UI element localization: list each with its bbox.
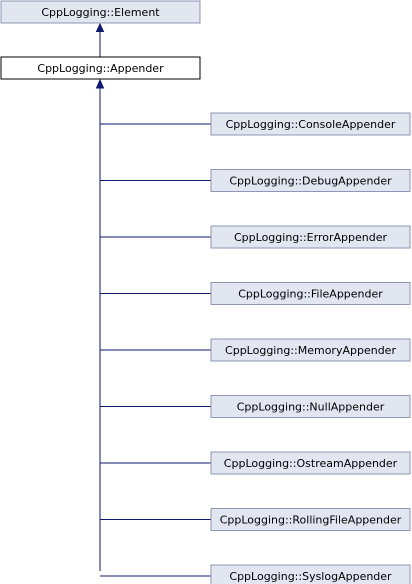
- node-element-label: CppLogging::Element: [41, 6, 160, 19]
- node-child[interactable]: CppLogging::FileAppender: [210, 282, 411, 305]
- node-child-label: CppLogging::NullAppender: [237, 401, 385, 414]
- node-appender-label: CppLogging::Appender: [37, 62, 164, 75]
- edge-arrow-head: [95, 22, 105, 32]
- node-child[interactable]: CppLogging::SyslogAppender: [210, 564, 411, 584]
- child-nodes: CppLogging::ConsoleAppenderCppLogging::D…: [210, 112, 411, 584]
- node-child[interactable]: CppLogging::NullAppender: [210, 395, 411, 418]
- node-child-label: CppLogging::SyslogAppender: [229, 570, 392, 583]
- node-child[interactable]: CppLogging::DebugAppender: [210, 169, 411, 192]
- node-child[interactable]: CppLogging::MemoryAppender: [210, 338, 411, 362]
- node-child-label: CppLogging::DebugAppender: [229, 175, 392, 188]
- node-appender-current: CppLogging::Appender: [0, 56, 201, 80]
- node-child-label: CppLogging::MemoryAppender: [225, 344, 396, 357]
- edge-branches: [100, 123, 211, 577]
- node-child[interactable]: CppLogging::ConsoleAppender: [210, 112, 411, 136]
- node-child-label: CppLogging::FileAppender: [238, 288, 383, 301]
- node-child[interactable]: CppLogging::OstreamAppender: [210, 451, 411, 475]
- edge-arrow-head: [95, 78, 105, 89]
- node-child-label: CppLogging::OstreamAppender: [224, 457, 398, 470]
- node-child-label: CppLogging::ConsoleAppender: [226, 118, 396, 131]
- node-child[interactable]: CppLogging::ErrorAppender: [210, 225, 411, 249]
- node-child[interactable]: CppLogging::RollingFileAppender: [210, 508, 411, 531]
- node-child-label: CppLogging::RollingFileAppender: [220, 514, 402, 527]
- node-child-label: CppLogging::ErrorAppender: [234, 231, 387, 244]
- edge-appender-to-element: [95, 22, 105, 57]
- node-element[interactable]: CppLogging::Element: [0, 0, 201, 24]
- edge-children-trunk: [95, 78, 105, 571]
